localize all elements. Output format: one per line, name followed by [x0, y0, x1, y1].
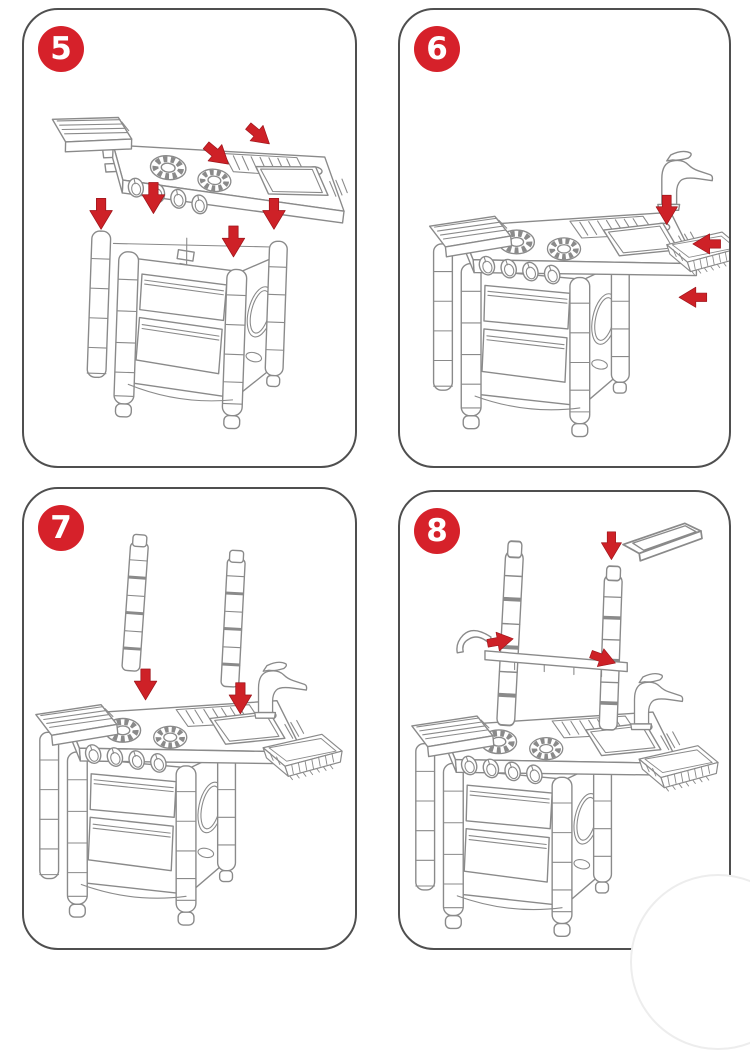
assembly-arrow-icon — [133, 668, 158, 701]
step-number: 7 — [50, 510, 72, 546]
step-panel-6: 6 — [398, 8, 731, 468]
step-panel-5: 5 — [22, 8, 357, 468]
assembly-arrow-icon — [89, 197, 113, 230]
hook-drawing — [456, 629, 492, 654]
step-number-badge: 7 — [38, 505, 84, 551]
stovetop-drawing — [101, 130, 351, 233]
step-panel-8: 8 — [398, 490, 731, 950]
step-number: 8 — [426, 513, 448, 549]
illustration-step-7 — [24, 533, 343, 948]
cabinet-drawing — [84, 230, 289, 431]
pole-drawing — [598, 565, 624, 731]
illustration-step-6 — [400, 150, 729, 466]
step-number: 5 — [50, 31, 72, 67]
illustration-step-8 — [400, 520, 719, 948]
step-panel-7: 7 — [22, 487, 357, 950]
assembly-arrow-icon — [241, 118, 277, 152]
step-number: 6 — [426, 31, 448, 67]
step-number-badge: 6 — [414, 26, 460, 72]
tray-drawing — [620, 520, 705, 564]
illustration-step-5 — [48, 108, 355, 431]
pole-drawing — [495, 539, 525, 727]
crossbar-drawing — [484, 650, 628, 678]
step-number-badge: 5 — [38, 26, 84, 72]
pole-drawing — [121, 533, 150, 673]
assembly-arrow-icon — [678, 286, 708, 308]
assembly-arrow-icon — [221, 225, 246, 258]
instruction-sheet: { "panels": [ {"step": "5"}, {"step": "6… — [22, 8, 750, 1050]
assembly-arrow-icon — [601, 531, 622, 560]
pole-drawing — [220, 549, 247, 688]
step-number-badge: 8 — [414, 508, 460, 554]
